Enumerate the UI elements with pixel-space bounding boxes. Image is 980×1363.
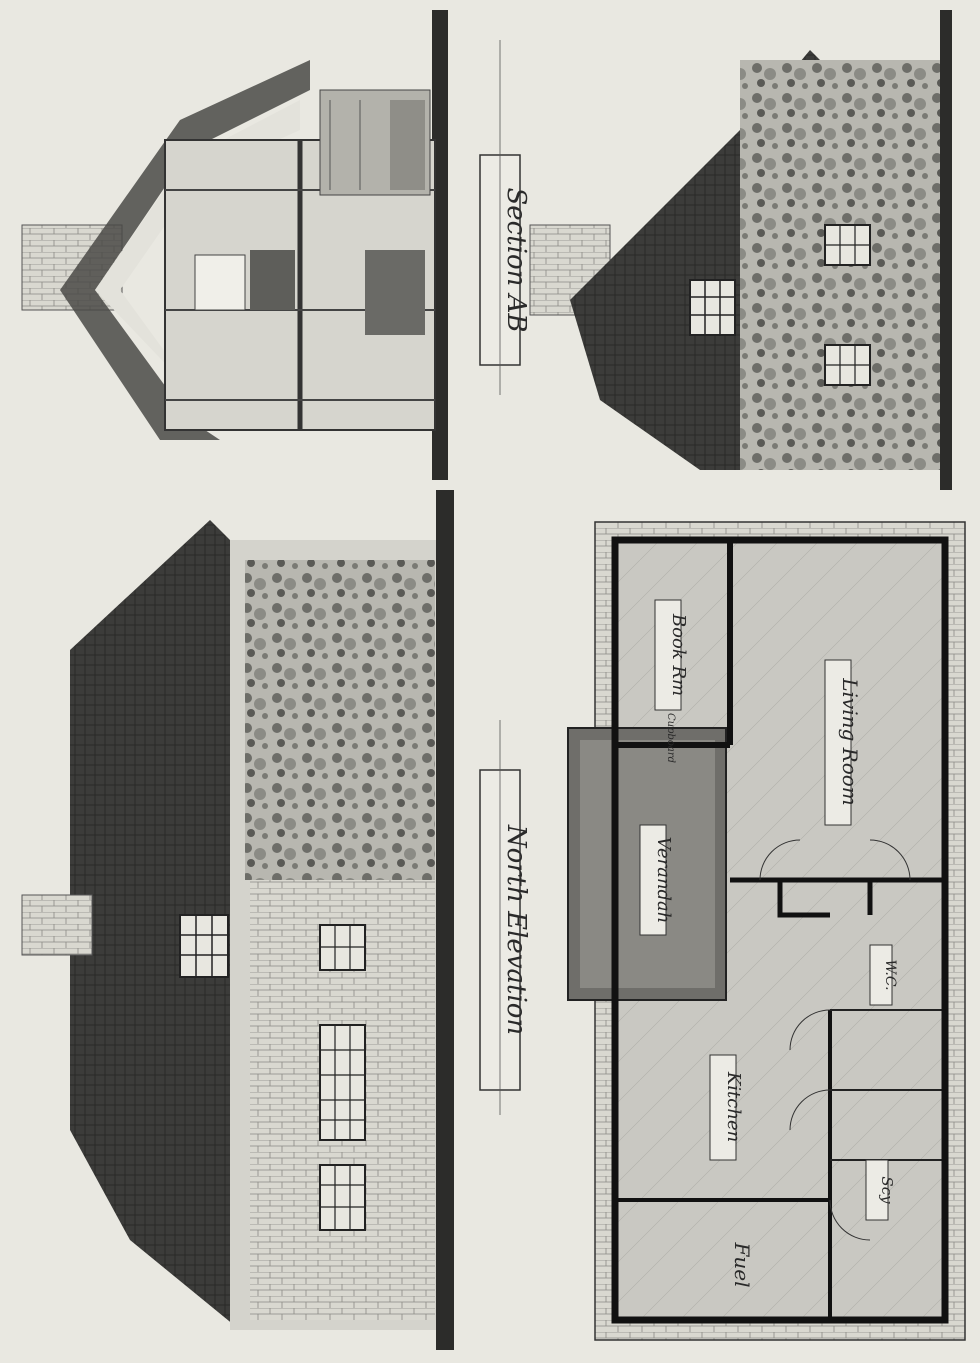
room-label-cupboard: Cupboard: [665, 713, 676, 763]
room-label-living-room: Living Room: [838, 677, 862, 806]
room-label-book-room: Book Rm: [668, 613, 689, 696]
north-elevation-drawing: [21, 490, 454, 1350]
north-elevation-text: North Elevation: [501, 824, 531, 1035]
room-label-wc: W.C.: [882, 959, 898, 990]
room-label-fuel: Fuel: [730, 1242, 754, 1288]
room-label-verandah: Verandah: [653, 837, 674, 924]
room-label-scy: Scy: [878, 1176, 896, 1204]
section-ab-label: Section AB: [479, 40, 531, 395]
section-ab-text: Section AB: [501, 187, 531, 332]
side-elevation-drawing: [529, 10, 952, 490]
floor-plan: [567, 521, 966, 1341]
room-label-kitchen: Kitchen: [723, 1071, 744, 1142]
section-ab-drawing: [21, 10, 448, 480]
room-labels: Book Rm Living Room Verandah Kitchen Fue…: [639, 599, 898, 1288]
north-elevation-label: North Elevation: [479, 720, 531, 1115]
